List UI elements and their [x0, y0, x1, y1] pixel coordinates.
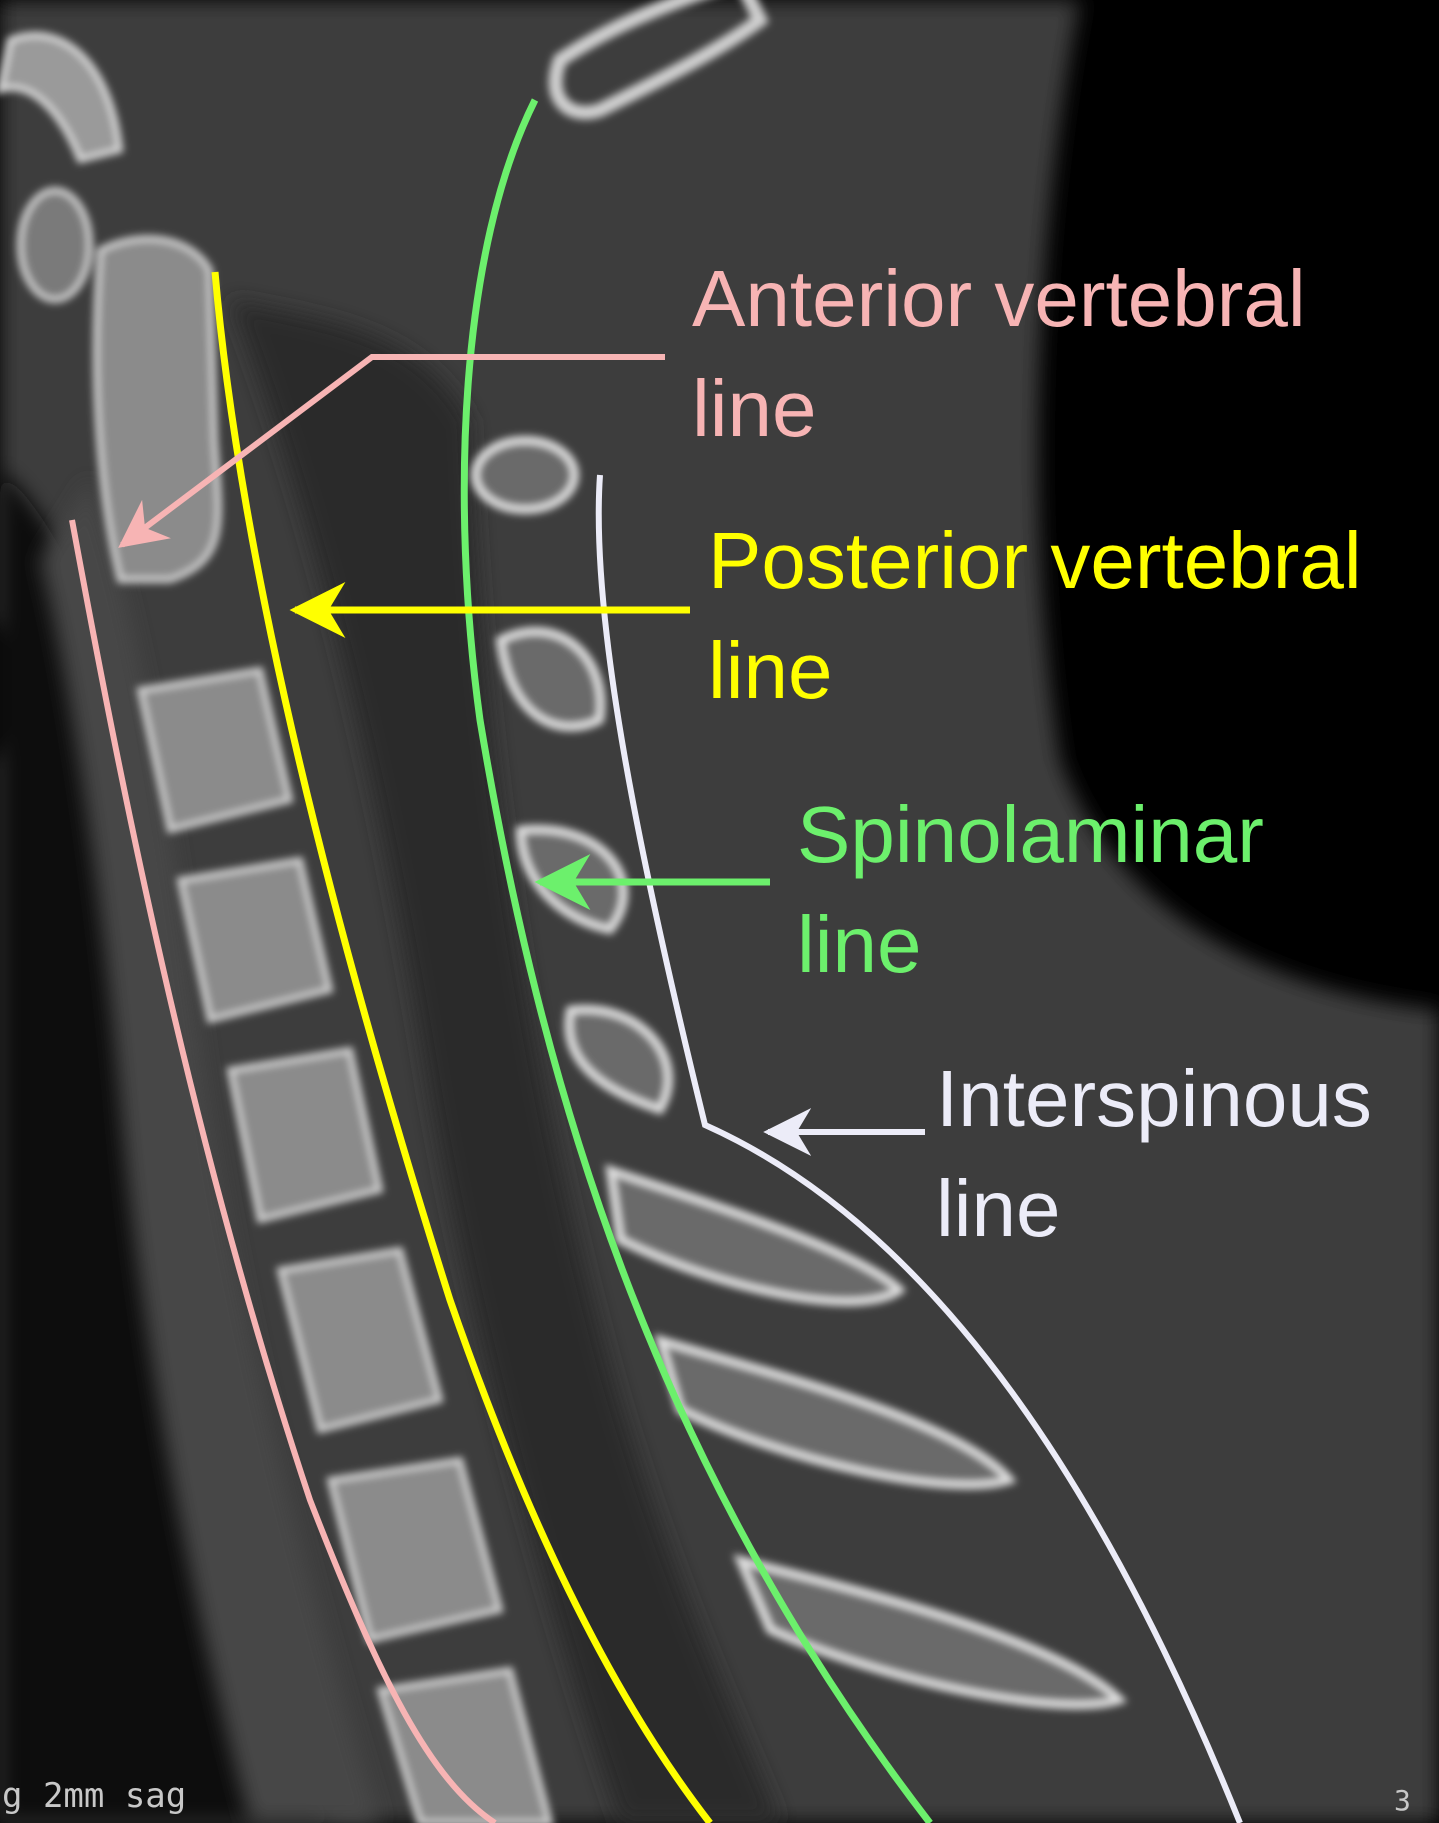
- spinolaminar-line-label: Spinolaminar line: [797, 780, 1264, 1000]
- anterior-label-line1: Anterior vertebral: [692, 254, 1306, 343]
- posterior-elements: [471, 436, 1128, 1710]
- spinolaminar-label-line1: Spinolaminar: [797, 790, 1264, 879]
- slice-number: 3: [1394, 1784, 1411, 1817]
- anterior-pointer-arrow: [118, 354, 665, 548]
- anterior-vertebral-line-label: Anterior vertebral line: [692, 244, 1306, 464]
- anterior-label-line2: line: [692, 364, 817, 453]
- interspinous-line-label: Interspinous line: [936, 1044, 1372, 1264]
- occiput-bone: [548, 0, 769, 120]
- interspinous-label-line2: line: [936, 1164, 1061, 1253]
- series-description: g 2mm sag: [2, 1776, 187, 1816]
- anterior-vertebral-line: [69, 519, 497, 1823]
- posterior-vertebral-line: [211, 271, 713, 1823]
- posterior-label-line2: line: [708, 626, 833, 715]
- posterior-label-line1: Posterior vertebral: [708, 516, 1362, 605]
- skull-bone-top-left: [0, 32, 124, 164]
- spinolaminar-line: [460, 98, 933, 1823]
- airway: [0, 470, 330, 1823]
- spinal-canal: [230, 300, 780, 1823]
- spinolaminar-label-line2: line: [797, 900, 922, 989]
- interspinous-label-line1: Interspinous: [936, 1054, 1372, 1143]
- posterior-vertebral-line-label: Posterior vertebral line: [708, 506, 1362, 726]
- interspinous-line: [595, 474, 1243, 1823]
